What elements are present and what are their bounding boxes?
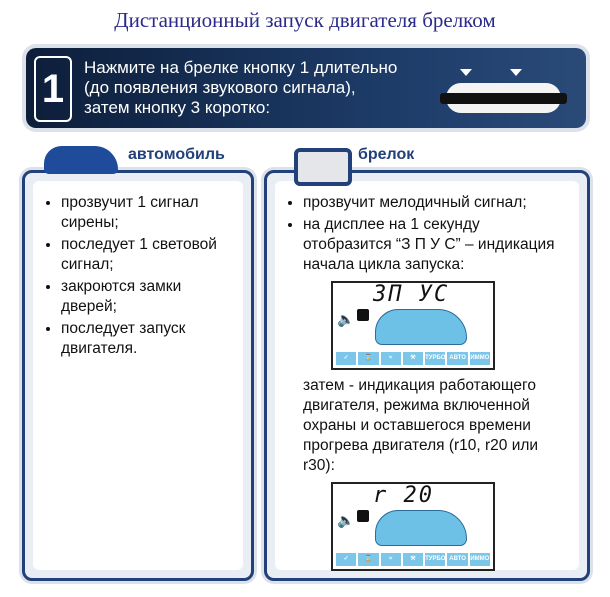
display-text: r 20 — [373, 483, 434, 508]
auto-icon: АВТО — [447, 553, 468, 566]
step-number: 1 — [34, 56, 72, 122]
display-text: ЗП УС — [373, 282, 450, 307]
lock-icon — [357, 309, 369, 321]
car-icon — [375, 510, 467, 546]
speaker-icon: 🔈 — [337, 311, 355, 327]
heater-icon: ≈ — [380, 352, 401, 365]
speaker-icon: 🔈 — [337, 512, 355, 528]
lock-icon — [357, 510, 369, 522]
list-item: на дисплее на 1 секунду отобразится “З П… — [303, 215, 569, 275]
arrow-down-icon — [460, 69, 472, 76]
wrench-icon: ⚒ — [402, 352, 424, 365]
arrow-down-icon — [510, 69, 522, 76]
immo-icon: ИММО — [469, 352, 490, 365]
hourglass-icon: ⌛ — [358, 553, 379, 566]
turbo-icon: ТУРБО — [425, 553, 446, 566]
instruction-line: Нажмите на брелке кнопку 1 длительно — [84, 58, 398, 77]
auto-icon: АВТО — [447, 352, 468, 365]
instruction-line: затем кнопку 3 коротко: — [84, 98, 271, 117]
list-item: закроются замки дверей; — [61, 277, 233, 317]
clock-icon: ✓ — [336, 553, 357, 566]
fob-heading: брелок — [358, 146, 415, 163]
car-heading: автомобиль — [128, 146, 225, 163]
fob-panel: прозвучит мелодичный сигнал; на дисплее … — [264, 170, 590, 581]
heater-icon: ≈ — [380, 553, 401, 566]
list-item: прозвучит 1 сигнал сирены; — [61, 193, 233, 233]
car-icon — [375, 309, 467, 345]
page-title: Дистанционный запуск двигателя брелком — [114, 8, 496, 32]
step-banner: 1 Нажмите на брелке кнопку 1 длительно (… — [26, 48, 586, 128]
immo-icon: ИММО — [469, 553, 490, 566]
clock-icon: ✓ — [336, 352, 357, 365]
car-panel: прозвучит 1 сигнал сирены; последует 1 с… — [22, 170, 254, 581]
step-instructions: Нажмите на брелке кнопку 1 длительно (до… — [84, 58, 397, 118]
list-item: последует запуск двигателя. — [61, 319, 233, 359]
hourglass-icon: ⌛ — [358, 352, 379, 365]
fob-display-icon — [294, 148, 352, 186]
car-icon — [44, 146, 118, 174]
key-fob-image — [440, 69, 567, 113]
instruction-line: (до появления звукового сигнала), — [84, 78, 356, 97]
middle-text: затем - индикация работающего двигателя,… — [303, 377, 539, 474]
wrench-icon: ⚒ — [402, 553, 424, 566]
list-item: прозвучит мелодичный сигнал; — [303, 193, 569, 213]
turbo-icon: ТУРБО — [425, 352, 446, 365]
list-item: последует 1 световой сигнал; — [61, 235, 233, 275]
